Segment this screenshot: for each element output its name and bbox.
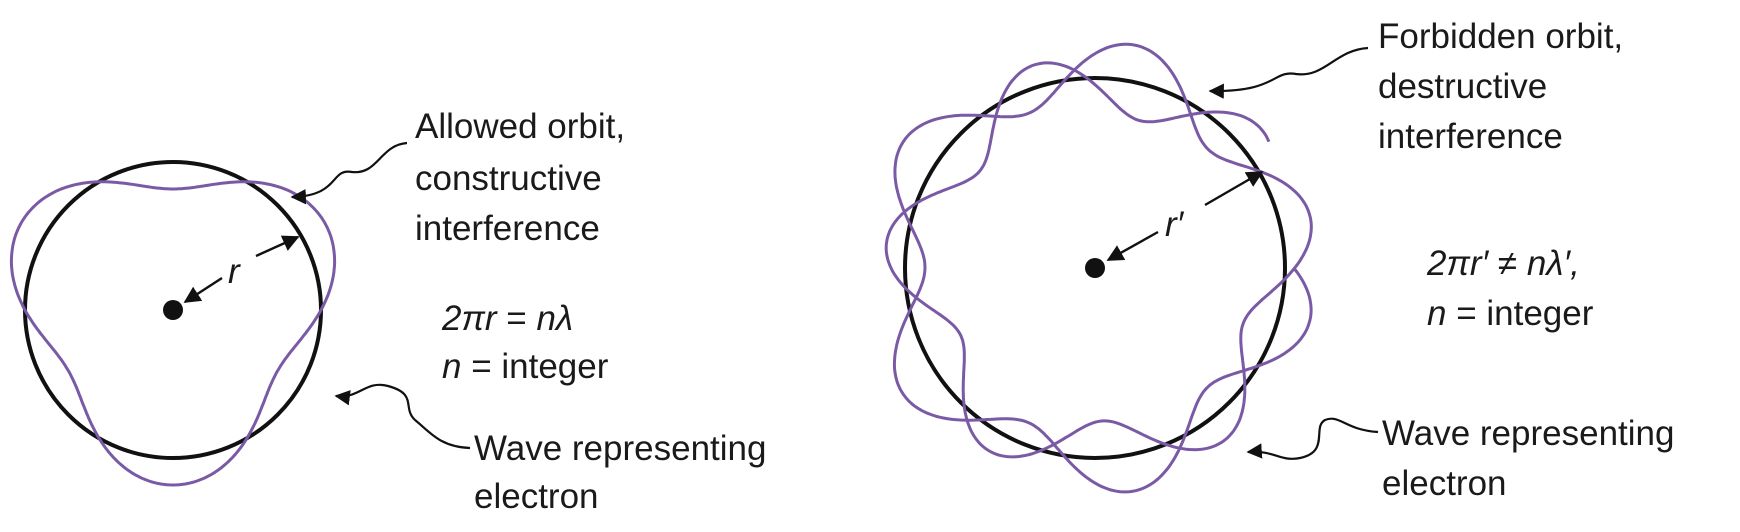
- allowed-orbit-equation-op: =: [497, 299, 537, 338]
- allowed-orbit-leader: [290, 141, 408, 205]
- allowed-orbit-nucleus: [163, 300, 183, 320]
- forbidden-wave-label-line2: electron: [1382, 464, 1507, 503]
- allowed-orbit-label-line2: constructive: [415, 159, 602, 198]
- forbidden-orbit-equation-rhs: nλ′,: [1527, 244, 1580, 283]
- allowed-orbit-radius-label: r: [228, 252, 241, 291]
- forbidden-orbit-wave: [884, 42, 1313, 494]
- forbidden-orbit-radius-arrow-outer: [1204, 170, 1264, 207]
- allowed-orbit-equation: 2πr = nλ: [441, 299, 573, 338]
- forbidden-orbit-circle: [903, 76, 1287, 460]
- forbidden-orbit-radius-arrow-inner: [1106, 230, 1159, 262]
- allowed-orbit-label-line1: Allowed orbit,: [415, 107, 625, 146]
- allowed-wave-leader: [334, 383, 471, 450]
- forbidden-orbit-condition-var: n: [1427, 294, 1446, 333]
- allowed-orbit-label-line3: interference: [415, 209, 600, 248]
- allowed-orbit-radius-arrow-outer: [255, 235, 300, 258]
- allowed-orbit-equation-lhs: 2πr: [441, 299, 498, 338]
- allowed-wave-label-line1: Wave representing: [474, 429, 766, 468]
- forbidden-orbit-radius-label: r′: [1165, 205, 1185, 244]
- forbidden-orbit-label-line2: destructive: [1378, 67, 1547, 106]
- forbidden-orbit-equation-lhs: 2πr′: [1426, 244, 1490, 283]
- forbidden-orbit-leader: [1208, 46, 1369, 99]
- allowed-orbit-condition: n = integer: [442, 347, 609, 386]
- allowed-orbit-panel: r Allowed orbit, constructive interferen…: [9, 107, 766, 516]
- forbidden-wave-label-line1: Wave representing: [1382, 414, 1674, 453]
- allowed-orbit-condition-rest: = integer: [461, 347, 608, 386]
- forbidden-orbit-equation: 2πr′ ≠ nλ′,: [1426, 244, 1580, 283]
- allowed-orbit-condition-var: n: [442, 347, 461, 386]
- allowed-wave-label-line2: electron: [474, 477, 599, 516]
- forbidden-orbit-panel: r′ Forbidden orbit, destructive interfer…: [884, 17, 1674, 503]
- allowed-orbit-wave: [9, 180, 337, 487]
- forbidden-orbit-condition-rest: = integer: [1446, 294, 1593, 333]
- allowed-orbit-radius-arrow-inner: [183, 276, 223, 304]
- forbidden-orbit-condition: n = integer: [1427, 294, 1594, 333]
- forbidden-orbit-label-line3: interference: [1378, 117, 1563, 156]
- forbidden-orbit-label-line1: Forbidden orbit,: [1378, 17, 1623, 56]
- allowed-orbit-equation-rhs: nλ: [536, 299, 573, 338]
- forbidden-orbit-equation-op: ≠: [1488, 244, 1527, 283]
- forbidden-wave-leader: [1246, 417, 1379, 460]
- forbidden-orbit-nucleus: [1085, 258, 1105, 278]
